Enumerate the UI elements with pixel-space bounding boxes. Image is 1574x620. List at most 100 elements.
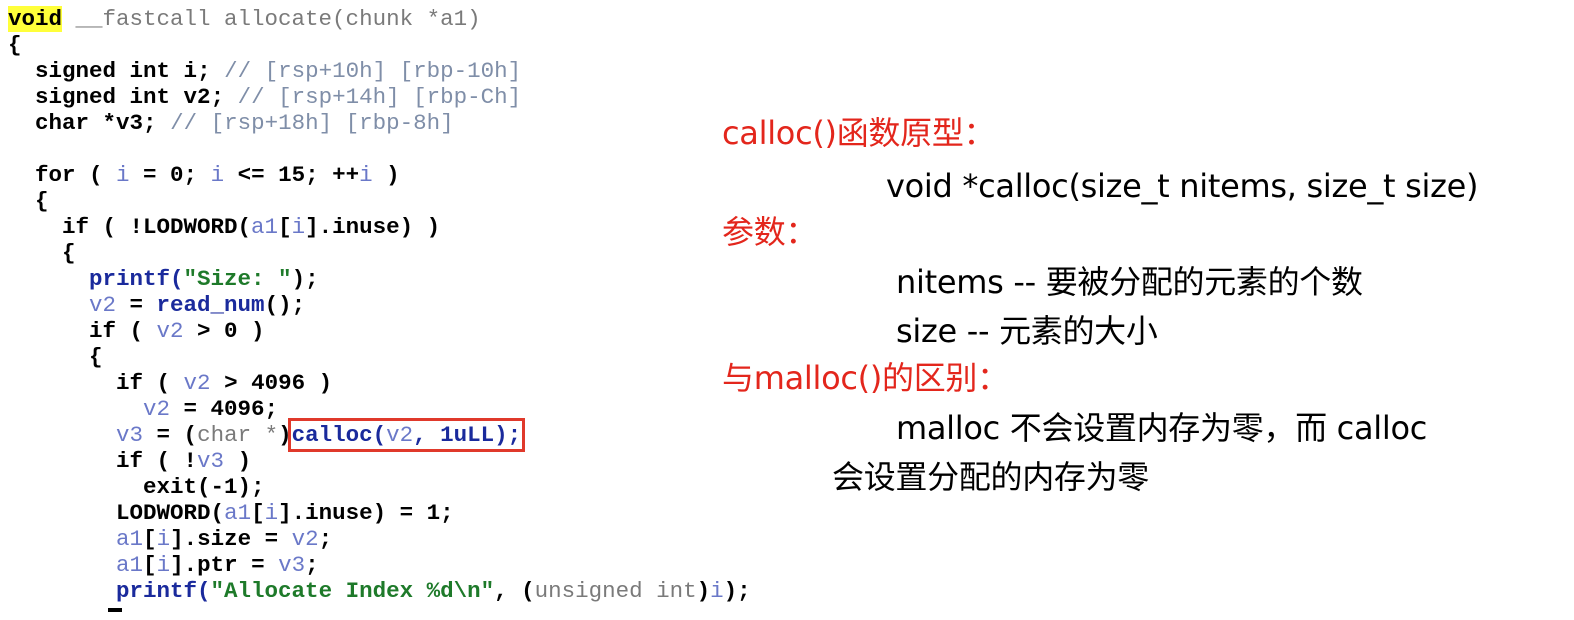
code-text: ): [696, 578, 711, 604]
code-text: <= 15; ++: [224, 162, 360, 188]
var-v2: v2: [291, 526, 319, 552]
difference-text-line-2: 会设置分配的内存为零: [832, 458, 1150, 496]
calloc-call-highlight-box: calloc(v2, 1uLL);: [287, 418, 526, 452]
decl-type: char *: [35, 110, 117, 136]
code-line-assign-4096: v2 = 4096;: [8, 396, 751, 422]
code-text: = 4096;: [170, 396, 279, 422]
cropped-closing-brace: [108, 608, 122, 612]
code-line-if-gt0: if ( v2 > 0 ): [8, 318, 751, 344]
code-text: = (: [143, 422, 198, 448]
code-text: =: [116, 292, 157, 318]
decl-var: i: [183, 58, 198, 84]
var-i: i: [710, 578, 724, 604]
difference-text-line-1: malloc 不会设置内存为零，而 calloc: [896, 409, 1428, 447]
code-text: );: [723, 578, 751, 604]
decl-end: ;: [197, 58, 225, 84]
code-line-for: for ( i = 0; i <= 15; ++i ): [8, 162, 751, 188]
decl-var: v3: [116, 110, 144, 136]
code-text: > 0 ): [183, 318, 265, 344]
code-line-ptr-set: a1[i].ptr = v3;: [8, 552, 751, 578]
code-text: if ( !: [116, 448, 198, 474]
code-text: );: [291, 266, 319, 292]
code-line-printf-alloc: printf("Allocate Index %d\n", (unsigned …: [8, 578, 751, 604]
code-text: ();: [264, 292, 306, 318]
string-literal: "Size: ": [183, 266, 292, 292]
var-i: i: [359, 162, 373, 188]
var-i: i: [116, 162, 130, 188]
type-cast: unsigned int: [534, 578, 697, 604]
var-i: i: [156, 552, 171, 578]
code-line-if-not-v3: if ( !v3 ): [8, 448, 751, 474]
code-line-lodword-set: LODWORD(a1[i].inuse) = 1;: [8, 500, 751, 526]
code-line-decl-v3: char *v3; // [rsp+18h] [rbp-8h]: [8, 110, 751, 136]
code-line-decl-v2: signed int v2; // [rsp+14h] [rbp-Ch]: [8, 84, 751, 110]
var-i: i: [210, 162, 225, 188]
stack-comment: // [rsp+10h] [rbp-10h]: [224, 58, 522, 84]
var-v2: v2: [386, 422, 414, 448]
code-text: ;: [318, 526, 333, 552]
var-v3: v3: [278, 552, 306, 578]
func-calloc: calloc(: [291, 422, 387, 448]
keyword-void-highlighted: void: [8, 6, 63, 32]
code-line-if-inuse: if ( !LODWORD(a1[i].inuse) ): [8, 214, 751, 240]
var-i: i: [291, 214, 306, 240]
code-text: > 4096 ): [210, 370, 333, 396]
decl-type: signed int: [35, 58, 184, 84]
decl-type: signed int: [35, 84, 184, 110]
code-text: ].inuse) ): [305, 214, 441, 240]
calloc-args: , 1uLL);: [413, 422, 522, 448]
brace: {: [89, 344, 103, 370]
code-text: ].ptr =: [170, 552, 279, 578]
func-printf: printf(: [116, 578, 211, 604]
code-text: ].inuse) = 1;: [278, 500, 454, 526]
code-text: if (: [116, 370, 184, 396]
code-line-size-set: a1[i].size = v2;: [8, 526, 751, 552]
var-i: i: [264, 500, 279, 526]
param-size-text: size -- 元素的大小: [896, 312, 1158, 350]
calloc-prototype-text: void *calloc(size_t nitems, size_t size): [886, 167, 1479, 205]
code-text: , (: [494, 578, 535, 604]
brace: {: [8, 32, 22, 58]
code-line-calloc: v3 = (char *)calloc(v2, 1uLL);: [8, 418, 751, 452]
brace: {: [62, 240, 76, 266]
func-printf: printf(: [89, 266, 184, 292]
code-text: [: [251, 500, 265, 526]
code-text: if (: [89, 318, 157, 344]
decl-var: v2: [183, 84, 211, 110]
string-literal: "Allocate Index %d\n": [210, 578, 495, 604]
code-line-decl-i: signed int i; // [rsp+10h] [rbp-10h]: [8, 58, 751, 84]
code-text: [: [143, 552, 157, 578]
code-line-printf-size: printf("Size: ");: [8, 266, 751, 292]
code-text: [: [278, 214, 292, 240]
var-v2: v2: [156, 318, 184, 344]
function-signature: __fastcall allocate(chunk *a1): [62, 6, 481, 32]
code-line-read-num: v2 = read_num();: [8, 292, 751, 318]
code-text: = 0;: [129, 162, 211, 188]
code-text: LODWORD(: [116, 500, 225, 526]
var-v3: v3: [197, 448, 225, 474]
code-line-exit: exit(-1);: [8, 474, 751, 500]
param-nitems-text: nitems -- 要被分配的元素的个数: [896, 263, 1363, 301]
var-v2: v2: [183, 370, 211, 396]
func-read-num: read_num: [156, 292, 265, 318]
heading-malloc-difference: 与malloc()的区别：: [722, 359, 1009, 397]
var-v2: v2: [143, 396, 171, 422]
code-line-signature: void __fastcall allocate(chunk *a1): [8, 6, 751, 32]
heading-parameters: 参数：: [722, 213, 818, 251]
var-a1: a1: [116, 526, 144, 552]
heading-calloc-prototype: calloc()函数原型：: [722, 114, 996, 152]
decompiled-code-listing: void __fastcall allocate(chunk *a1) { si…: [8, 6, 751, 604]
func-exit: exit(-1);: [143, 474, 265, 500]
brace: {: [35, 188, 49, 214]
code-text: ): [224, 448, 252, 474]
type-cast: char *: [197, 422, 279, 448]
var-i: i: [156, 526, 171, 552]
var-v3: v3: [116, 422, 144, 448]
code-text: if ( !LODWORD(: [62, 214, 252, 240]
code-text: for (: [35, 162, 117, 188]
code-line-if-4096: if ( v2 > 4096 ): [8, 370, 751, 396]
stack-comment: // [rsp+18h] [rbp-8h]: [170, 110, 454, 136]
code-line-brace-2: {: [8, 240, 751, 266]
code-text: ): [278, 422, 292, 448]
code-line-open-brace: {: [8, 32, 751, 58]
